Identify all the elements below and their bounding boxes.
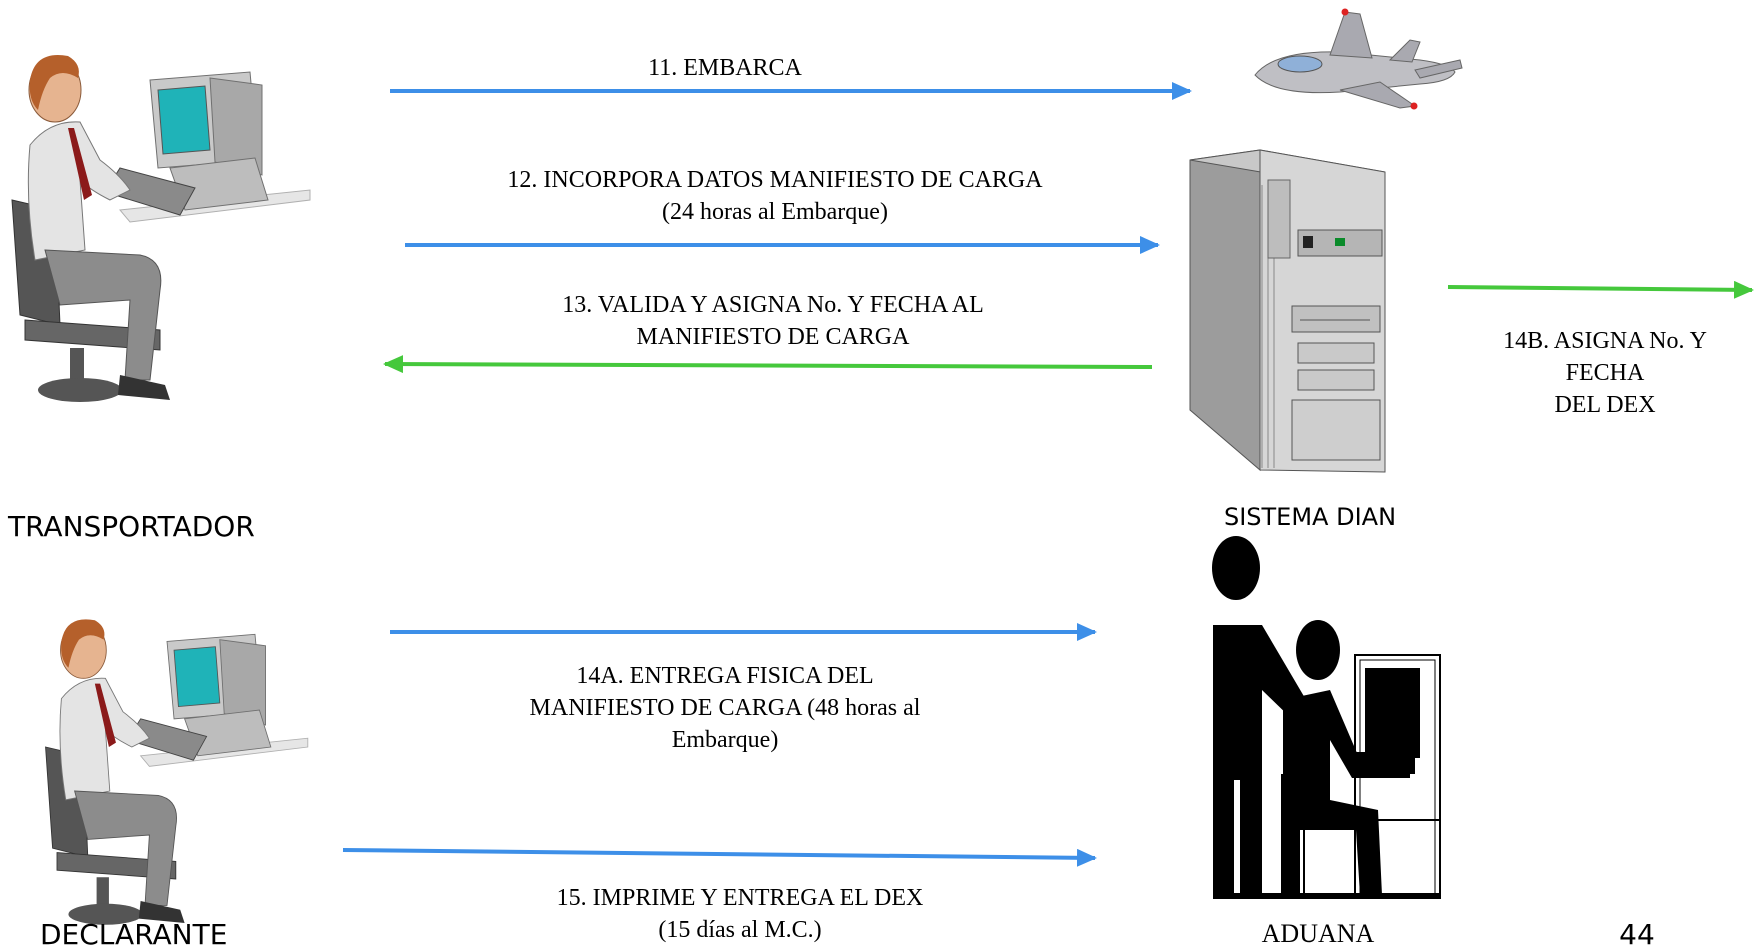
step-11-label: 11. EMBARCA <box>648 55 802 81</box>
step-14a-label-line1: 14A. ENTREGA FISICA DEL <box>576 663 873 689</box>
step-14a-label-line3: Embarque) <box>672 727 779 753</box>
step-12-label-line1: 12. INCORPORA DATOS MANIFIESTO DE CARGA <box>507 167 1043 193</box>
step-14b-label-line3: DEL DEX <box>1554 392 1655 418</box>
page-number: 44 <box>1619 918 1655 947</box>
transportador-person-icon <box>11 55 311 402</box>
customs-officers-icon <box>1212 536 1441 899</box>
step-15-label-line1: 15. IMPRIME Y ENTREGA EL DEX <box>557 885 924 911</box>
actor-declarante-label: DECLARANTE <box>40 918 227 947</box>
step-13-label-line1: 13. VALIDA Y ASIGNA No. Y FECHA AL <box>562 292 984 318</box>
arrow-15-imprime <box>342 848 1097 867</box>
arrow-14b-asigna <box>1447 280 1754 299</box>
step-15-label-line2: (15 días al M.C.) <box>658 917 821 943</box>
step-12-label-line2: (24 horas al Embarque) <box>662 199 888 225</box>
server-tower-icon <box>1189 149 1386 473</box>
declarante-person-icon <box>45 619 309 925</box>
actor-sistema-dian-label: SISTEMA DIAN <box>1224 503 1396 531</box>
actor-transportador-label: TRANSPORTADOR <box>7 510 255 543</box>
step-14b-label-line1: 14B. ASIGNA No. Y <box>1503 328 1707 354</box>
actor-aduana-label: ADUANA <box>1262 919 1375 947</box>
arrow-13-valida <box>383 355 1153 374</box>
step-14a-label-line2: MANIFIESTO DE CARGA (48 horas al <box>530 695 921 721</box>
step-14b-label-line2: FECHA <box>1566 360 1645 386</box>
airplane-icon <box>1254 8 1463 110</box>
step-13-label-line2: MANIFIESTO DE CARGA <box>637 324 911 350</box>
